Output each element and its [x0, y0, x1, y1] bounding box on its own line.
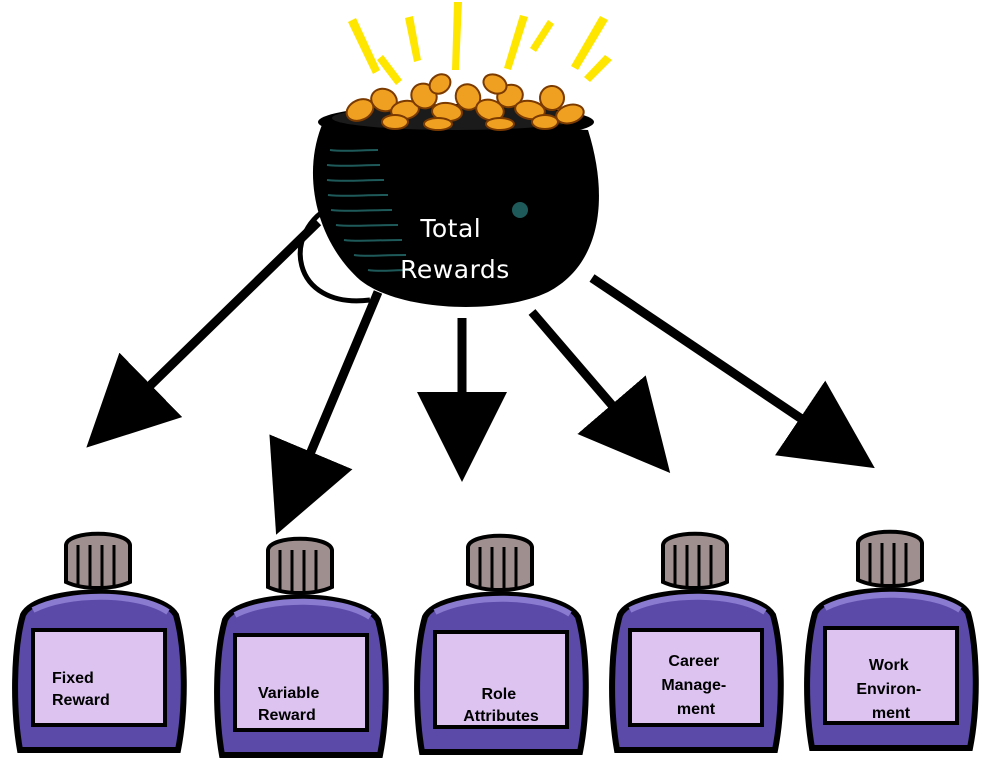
jar-icon — [609, 531, 784, 753]
jar-work-environment: Work Environ- ment — [804, 529, 979, 751]
arrow-to-work-environment — [589, 274, 875, 469]
jar-label-line: Career — [668, 653, 719, 670]
jar-label: Work Environ- ment — [856, 657, 925, 722]
pot-of-gold-icon: Total Rewards — [297, 2, 612, 308]
pot-stripes — [326, 149, 411, 272]
jar-label-line: Reward — [52, 692, 110, 709]
arrow-to-career-management — [528, 309, 671, 473]
arrow-to-fixed-reward — [86, 218, 322, 448]
jar-label-line: Work — [869, 657, 909, 674]
jar-label-line: Role — [481, 686, 516, 703]
jar-label: Fixed Reward — [52, 670, 110, 709]
jar-icon — [414, 533, 589, 755]
center-label: Total Rewards — [400, 214, 510, 284]
jar-icon — [214, 536, 389, 758]
jar-label-line: Attributes — [463, 708, 539, 725]
jar-label: Career Manage- ment — [661, 653, 730, 718]
jar-label: Variable Reward — [258, 685, 324, 724]
jar-label: Role Attributes — [463, 686, 539, 725]
sparkle-rays-icon — [348, 2, 612, 85]
jar-label-line: Environ- — [856, 681, 921, 698]
center-label-line: Total — [419, 214, 481, 243]
arrow-to-variable-reward — [269, 290, 383, 535]
jar-label-line: ment — [677, 701, 716, 718]
gold-coins-icon — [345, 73, 585, 131]
jar-fixed-reward: Fixed Reward — [12, 531, 187, 753]
jar-label-line: Variable — [258, 685, 319, 702]
arrows — [86, 218, 875, 535]
jar-icon — [12, 531, 187, 753]
jar-variable-reward: Variable Reward — [214, 536, 389, 758]
jar-label-line: Manage- — [661, 677, 726, 694]
jar-career-management: Career Manage- ment — [609, 531, 784, 753]
jar-label-line: Fixed — [52, 670, 94, 687]
jar-label-line: Reward — [258, 707, 316, 724]
jar-icon — [804, 529, 979, 751]
jar-label-line: ment — [872, 705, 911, 722]
center-label-line: Rewards — [400, 255, 510, 284]
jar-role-attributes: Role Attributes — [414, 533, 589, 755]
jars: Fixed Reward Variable Reward — [12, 529, 979, 758]
